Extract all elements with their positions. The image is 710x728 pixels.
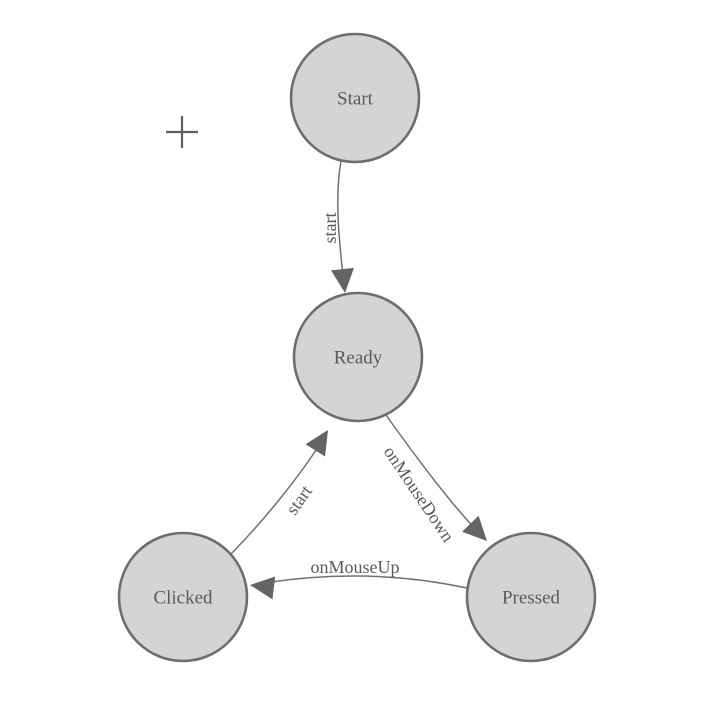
edge-start-to-ready[interactable]: start <box>320 160 356 294</box>
edge-line-clicked-to-ready[interactable] <box>230 440 323 555</box>
node-circle-pressed[interactable] <box>465 531 597 663</box>
node-pressed[interactable]: Pressed <box>465 531 597 663</box>
crosshair-plus-icon <box>166 116 198 148</box>
edge-label-start-to-ready[interactable]: start <box>320 213 340 244</box>
node-label-start: Start <box>337 89 374 110</box>
node-label-pressed: Pressed <box>502 588 561 609</box>
edge-arrowhead-pressed-to-clicked <box>250 576 276 600</box>
edge-arrowhead-start-to-ready <box>331 267 354 293</box>
node-circle-ready[interactable] <box>292 291 424 423</box>
edge-pressed-to-clicked[interactable]: onMouseUp <box>249 557 468 600</box>
edge-line-pressed-to-clicked[interactable] <box>263 575 468 589</box>
edge-ready-to-pressed[interactable]: onMouseDown <box>380 414 496 549</box>
node-start[interactable]: Start <box>289 32 421 164</box>
edge-arrowhead-clicked-to-ready <box>305 430 328 457</box>
edge-clicked-to-ready[interactable]: start <box>230 424 338 555</box>
node-label-ready: Ready <box>334 348 383 369</box>
edge-label-pressed-to-clicked[interactable]: onMouseUp <box>311 557 400 577</box>
node-circle-clicked[interactable] <box>117 531 249 663</box>
node-label-clicked: Clicked <box>153 588 213 609</box>
edge-label-ready-to-pressed[interactable]: onMouseDown <box>380 442 459 545</box>
node-ready[interactable]: Ready <box>292 291 424 423</box>
crosshair-marker-icon <box>166 116 198 148</box>
node-circle-start[interactable] <box>289 32 421 164</box>
node-clicked[interactable]: Clicked <box>117 531 249 663</box>
edge-arrowhead-ready-to-pressed <box>462 515 487 541</box>
edge-label-clicked-to-ready[interactable]: start <box>282 482 316 519</box>
